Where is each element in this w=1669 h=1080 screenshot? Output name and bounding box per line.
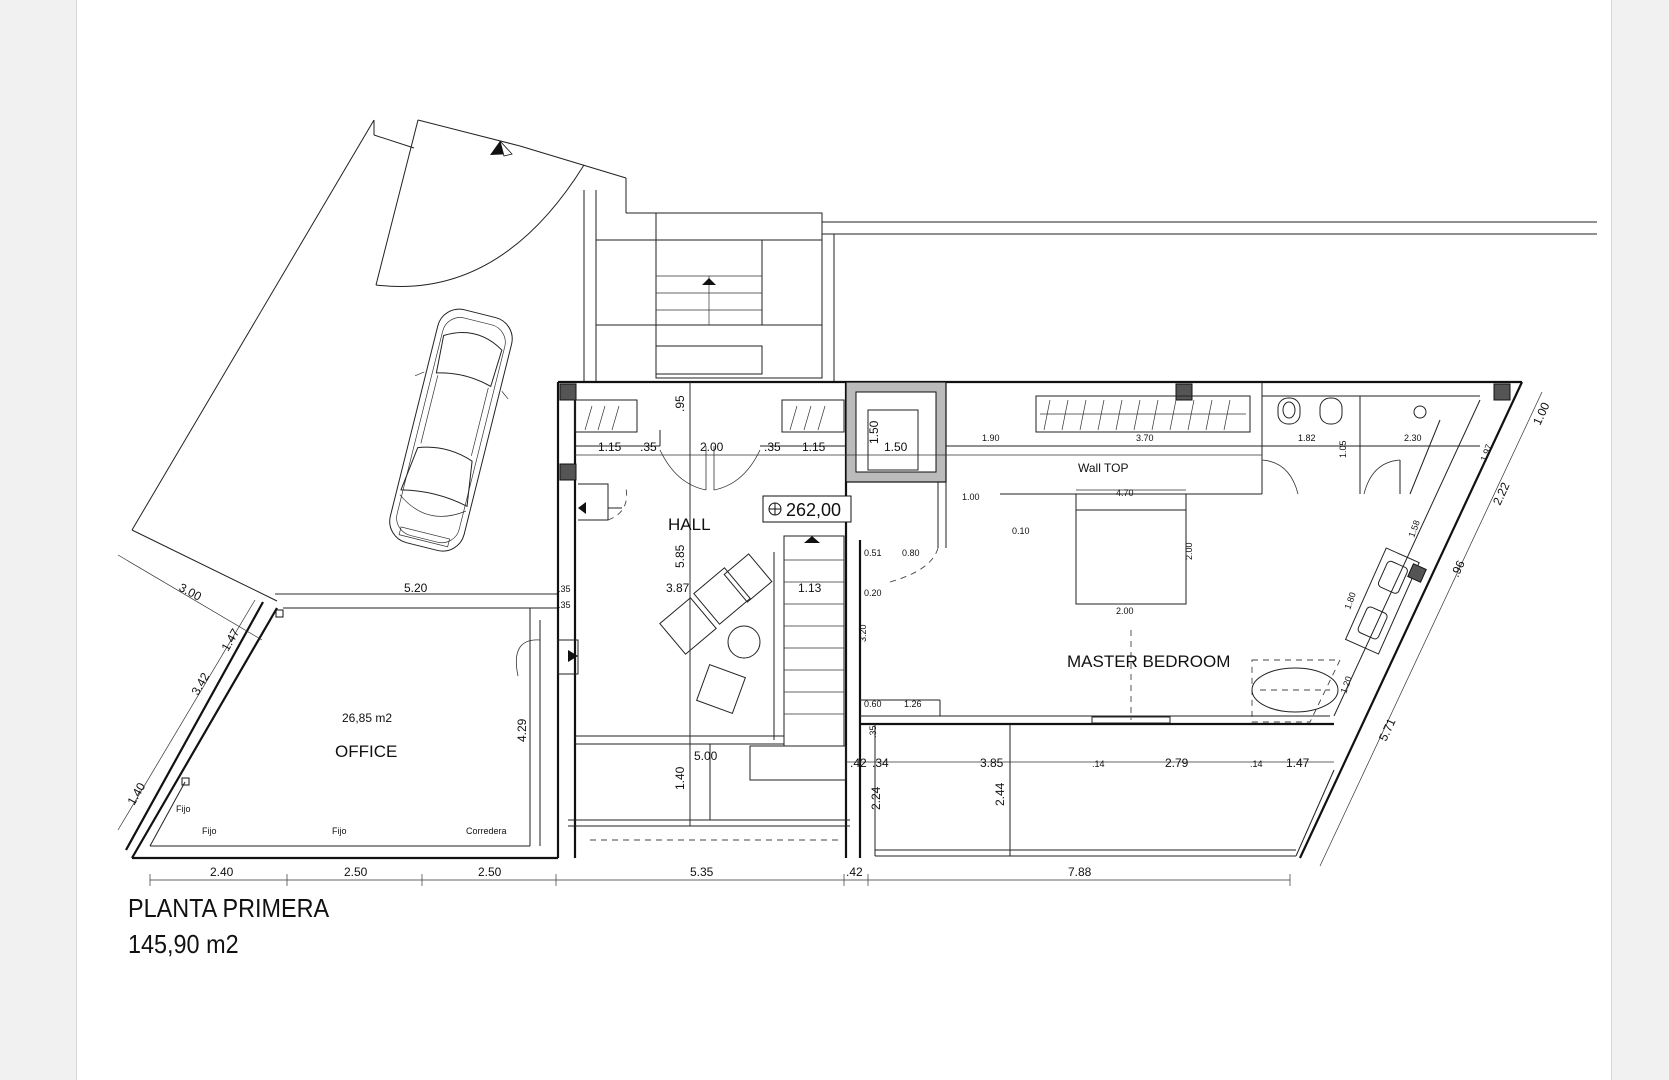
svg-text:4.29: 4.29 [515,718,529,742]
svg-text:Fijo: Fijo [176,804,191,814]
bathtub [1251,563,1427,723]
window-labels: Fijo Fijo Fijo Corredera [176,804,507,836]
svg-text:5.71: 5.71 [1376,716,1399,743]
gate-swing [375,119,585,287]
svg-text:Corredera: Corredera [466,826,507,836]
svg-text:2.50: 2.50 [344,865,368,879]
svg-text:2.00: 2.00 [1184,542,1194,560]
title-block: PLANTA PRIMERA 145,90 m2 [128,890,351,962]
svg-text:1.47: 1.47 [218,626,242,654]
svg-text:7.88: 7.88 [1068,865,1092,879]
svg-text:2.30: 2.30 [1404,433,1422,443]
svg-text:1.50: 1.50 [867,420,881,444]
office-label: OFFICE [335,742,397,761]
svg-text:1.97: 1.97 [1478,443,1493,463]
svg-text:3.87: 3.87 [666,581,690,595]
svg-text:1.20: 1.20 [1338,675,1353,695]
svg-text:0.20: 0.20 [864,588,882,598]
svg-text:1.26: 1.26 [904,699,922,709]
svg-text:2.44: 2.44 [993,782,1007,806]
svg-text:0.80: 0.80 [902,548,920,558]
svg-text:1.00: 1.00 [1530,400,1553,427]
svg-text:1.90: 1.90 [982,433,1000,443]
svg-text:3.00: 3.00 [177,580,204,603]
wall-top-label: Wall TOP [1078,461,1128,475]
svg-text:3.85: 3.85 [980,756,1004,770]
svg-text:.35: .35 [558,584,571,594]
svg-text:.42: .42 [850,756,867,770]
svg-text:5.35: 5.35 [690,865,714,879]
terrace-railing [568,724,1335,857]
hall-label: HALL [668,515,711,534]
svg-text:3.70: 3.70 [1136,433,1154,443]
svg-text:2.79: 2.79 [1165,756,1189,770]
svg-text:.96: .96 [1448,558,1468,579]
hall-furniture [578,483,773,714]
svg-text:1.13: 1.13 [798,581,822,595]
svg-text:0.60: 0.60 [864,699,882,709]
svg-text:1.50: 1.50 [884,440,908,454]
svg-text:.42: .42 [846,865,863,879]
svg-text:.14: .14 [1092,759,1105,769]
office-walls [125,601,579,860]
office-area: 26,85 m2 [342,711,392,725]
svg-text:.35: .35 [764,440,781,454]
svg-text:1.47: 1.47 [1286,756,1310,770]
plan-title: PLANTA PRIMERA [128,893,330,923]
svg-text:4.70: 4.70 [1116,488,1134,498]
svg-text:.34: .34 [872,756,889,770]
svg-text:2.40: 2.40 [210,865,234,879]
svg-text:1.15: 1.15 [802,440,826,454]
bedroom-wall [860,699,1334,726]
svg-text:.95: .95 [673,395,687,412]
svg-text:3.20: 3.20 [858,624,868,642]
svg-text:0.51: 0.51 [864,548,882,558]
level-mark-value: 262,00 [786,500,841,520]
svg-text:1.40: 1.40 [673,766,687,790]
svg-text:2.50: 2.50 [478,865,502,879]
svg-text:.35: .35 [558,600,571,610]
entrance-stair [596,212,1597,382]
elevator [845,381,947,583]
svg-text:2.00: 2.00 [700,440,724,454]
svg-text:1.15: 1.15 [598,440,622,454]
svg-text:0.10: 0.10 [1012,526,1030,536]
wardrobes [559,382,1511,481]
svg-text:3.42: 3.42 [188,670,212,698]
svg-text:1.05: 1.05 [1338,440,1348,458]
svg-text:Fijo: Fijo [202,826,217,836]
bathroom [1261,382,1480,495]
svg-text:1.80: 1.80 [1342,591,1357,611]
bed [1000,489,1262,724]
svg-text:2.00: 2.00 [1116,606,1134,616]
car-icon [389,308,513,552]
svg-text:5.00: 5.00 [694,749,718,763]
svg-text:.14: .14 [1250,759,1263,769]
svg-text:1.82: 1.82 [1298,433,1316,443]
room-labels: HALL OFFICE 26,85 m2 MASTER BEDROOM Wall… [335,461,1230,761]
plan-area: 145,90 m2 [128,929,239,959]
dimension-lines [117,382,1543,886]
hall-stair [749,535,847,781]
svg-text:1.40: 1.40 [124,780,148,808]
level-mark: 262,00 [762,495,852,523]
svg-text:.35: .35 [640,440,657,454]
svg-text:5.85: 5.85 [673,544,687,568]
svg-text:5.20: 5.20 [404,581,428,595]
svg-text:2.24: 2.24 [869,786,883,810]
svg-text:.35: .35 [868,725,878,738]
master-bedroom-label: MASTER BEDROOM [1067,652,1230,671]
vanity [1344,547,1420,655]
svg-text:1.00: 1.00 [962,492,980,502]
svg-text:2.22: 2.22 [1490,480,1513,507]
svg-text:1.58: 1.58 [1406,519,1421,539]
dimension-labels: 1.15 .35 2.00 .35 1.15 1.50 1.50 1.90 3.… [124,395,1552,879]
svg-text:Fijo: Fijo [332,826,347,836]
